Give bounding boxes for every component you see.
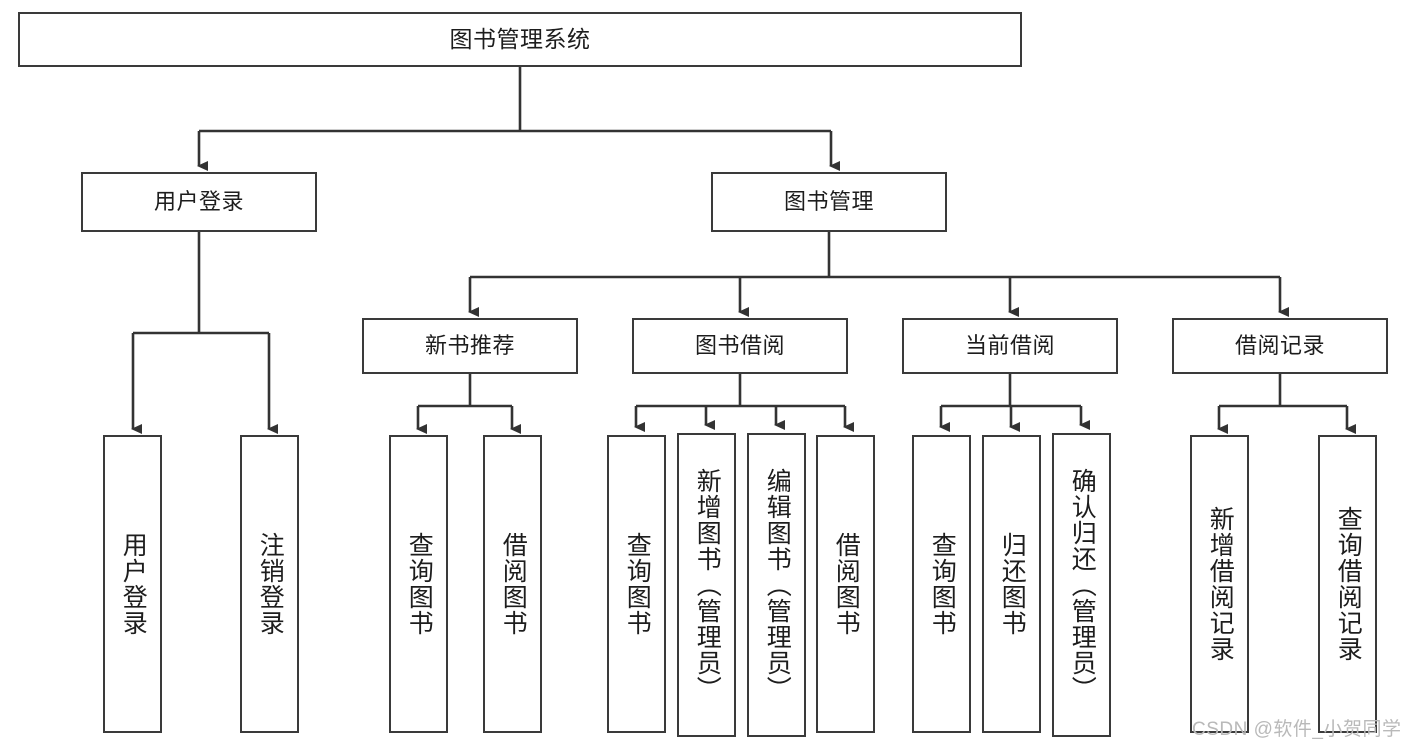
node-leaf-label: 查询图书 xyxy=(928,532,957,636)
node-leaf-borrow-books-recommend[interactable]: 借阅图书 xyxy=(483,435,542,733)
node-leaf-query-borrow-record[interactable]: 查询借阅记录 xyxy=(1318,435,1377,733)
node-leaf-label: 确认归还（管理员） xyxy=(1068,468,1097,702)
node-leaf-edit-book-admin[interactable]: 编辑图书（管理员） xyxy=(747,433,806,737)
node-leaf-label: 借阅图书 xyxy=(832,532,861,636)
node-leaf-query-books-recommend[interactable]: 查询图书 xyxy=(389,435,448,733)
node-leaf-label: 查询图书 xyxy=(405,532,434,636)
node-leaf-label: 用户登录 xyxy=(119,532,148,636)
node-leaf-add-book-admin[interactable]: 新增图书（管理员） xyxy=(677,433,736,737)
node-leaf-logout[interactable]: 注销登录 xyxy=(240,435,299,733)
node-current-borrow[interactable]: 当前借阅 xyxy=(902,318,1118,374)
node-book-borrow[interactable]: 图书借阅 xyxy=(632,318,848,374)
node-leaf-query-books-borrow[interactable]: 查询图书 xyxy=(607,435,666,733)
node-leaf-query-books-current[interactable]: 查询图书 xyxy=(912,435,971,733)
node-leaf-label: 新增借阅记录 xyxy=(1206,506,1235,662)
node-book-management[interactable]: 图书管理 xyxy=(711,172,947,232)
node-leaf-borrow-books[interactable]: 借阅图书 xyxy=(816,435,875,733)
node-root-book-management-system[interactable]: 图书管理系统 xyxy=(18,12,1022,67)
node-leaf-label: 借阅图书 xyxy=(499,532,528,636)
node-leaf-label: 编辑图书（管理员） xyxy=(763,468,792,702)
node-leaf-label: 查询图书 xyxy=(623,532,652,636)
node-leaf-label: 注销登录 xyxy=(256,532,285,636)
node-user-login[interactable]: 用户登录 xyxy=(81,172,317,232)
node-leaf-label: 查询借阅记录 xyxy=(1334,506,1363,662)
node-leaf-label: 归还图书 xyxy=(998,532,1027,636)
node-leaf-add-borrow-record[interactable]: 新增借阅记录 xyxy=(1190,435,1249,733)
node-leaf-confirm-return-admin[interactable]: 确认归还（管理员） xyxy=(1052,433,1111,737)
csdn-watermark: CSDN @软件_小贺同学 xyxy=(1192,719,1402,740)
node-borrow-records[interactable]: 借阅记录 xyxy=(1172,318,1388,374)
node-leaf-return-books[interactable]: 归还图书 xyxy=(982,435,1041,733)
node-leaf-user-login[interactable]: 用户登录 xyxy=(103,435,162,733)
node-new-book-recommend[interactable]: 新书推荐 xyxy=(362,318,578,374)
node-leaf-label: 新增图书（管理员） xyxy=(693,468,722,702)
